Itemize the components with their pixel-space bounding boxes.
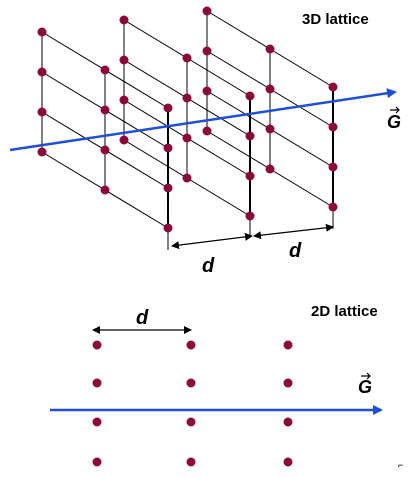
title-3d-lattice: 3D lattice: [302, 11, 369, 28]
lattice-2d-atoms: [92, 340, 293, 467]
atom-3d: [100, 185, 110, 195]
atom-2d: [92, 457, 102, 467]
atom-3d: [163, 103, 173, 113]
atom-3d: [119, 55, 129, 65]
atom-3d: [163, 223, 173, 233]
spacing-arrow-2: [253, 223, 334, 240]
atom-3d: [37, 147, 47, 157]
atom-3d: [265, 164, 275, 174]
atom-3d: [182, 93, 192, 103]
g-vector-3d-label: G: [387, 106, 401, 132]
atom-3d: [245, 171, 255, 181]
g-vector-2d-label: G: [358, 372, 372, 397]
atom-3d: [328, 202, 338, 212]
atom-3d: [182, 53, 192, 63]
lattice-3d-atoms: [37, 6, 338, 233]
spacing-label-2d: d: [136, 307, 149, 329]
atom-2d: [186, 417, 196, 427]
atom-3d: [202, 6, 212, 16]
atom-3d: [202, 86, 212, 96]
corner-mark: ⌐: [398, 460, 403, 470]
atom-2d: [186, 378, 196, 388]
atom-2d: [283, 417, 293, 427]
atom-3d: [37, 67, 47, 77]
atom-3d: [265, 84, 275, 94]
atom-3d: [182, 133, 192, 143]
atom-3d: [328, 122, 338, 132]
lattice-3d-lines: [41, 10, 334, 250]
atom-3d: [163, 183, 173, 193]
atom-2d: [92, 417, 102, 427]
atom-3d: [119, 95, 129, 105]
title-2d-lattice: 2D lattice: [311, 303, 378, 320]
atom-3d: [163, 143, 173, 153]
atom-3d: [100, 65, 110, 75]
lattice-3d: d d 3D lattice G: [9, 6, 401, 277]
svg-text:G: G: [387, 112, 401, 132]
atom-2d: [186, 457, 196, 467]
atom-2d: [283, 457, 293, 467]
atom-3d: [100, 145, 110, 155]
atom-2d: [92, 340, 102, 350]
atom-3d: [265, 44, 275, 54]
atom-3d: [37, 27, 47, 37]
atom-2d: [186, 340, 196, 350]
lattice-2d: 2D lattice d G: [50, 303, 383, 467]
atom-3d: [328, 82, 338, 92]
atom-3d: [182, 173, 192, 183]
atom-3d: [119, 135, 129, 145]
spacing-arrow-1: [171, 232, 253, 250]
atom-2d: [283, 378, 293, 388]
atom-3d: [100, 105, 110, 115]
atom-3d: [202, 126, 212, 136]
atom-3d: [265, 124, 275, 134]
svg-text:G: G: [358, 377, 372, 397]
atom-3d: [245, 91, 255, 101]
atom-3d: [119, 15, 129, 25]
atom-2d: [283, 340, 293, 350]
atom-3d: [202, 46, 212, 56]
atom-2d: [92, 378, 102, 388]
atom-3d: [245, 131, 255, 141]
spacing-label-3d-2: d: [289, 240, 302, 262]
atom-3d: [245, 211, 255, 221]
atom-3d: [328, 162, 338, 172]
spacing-label-3d-1: d: [202, 255, 215, 277]
g-vector-3d-arrow: [9, 88, 397, 152]
atom-3d: [37, 107, 47, 117]
